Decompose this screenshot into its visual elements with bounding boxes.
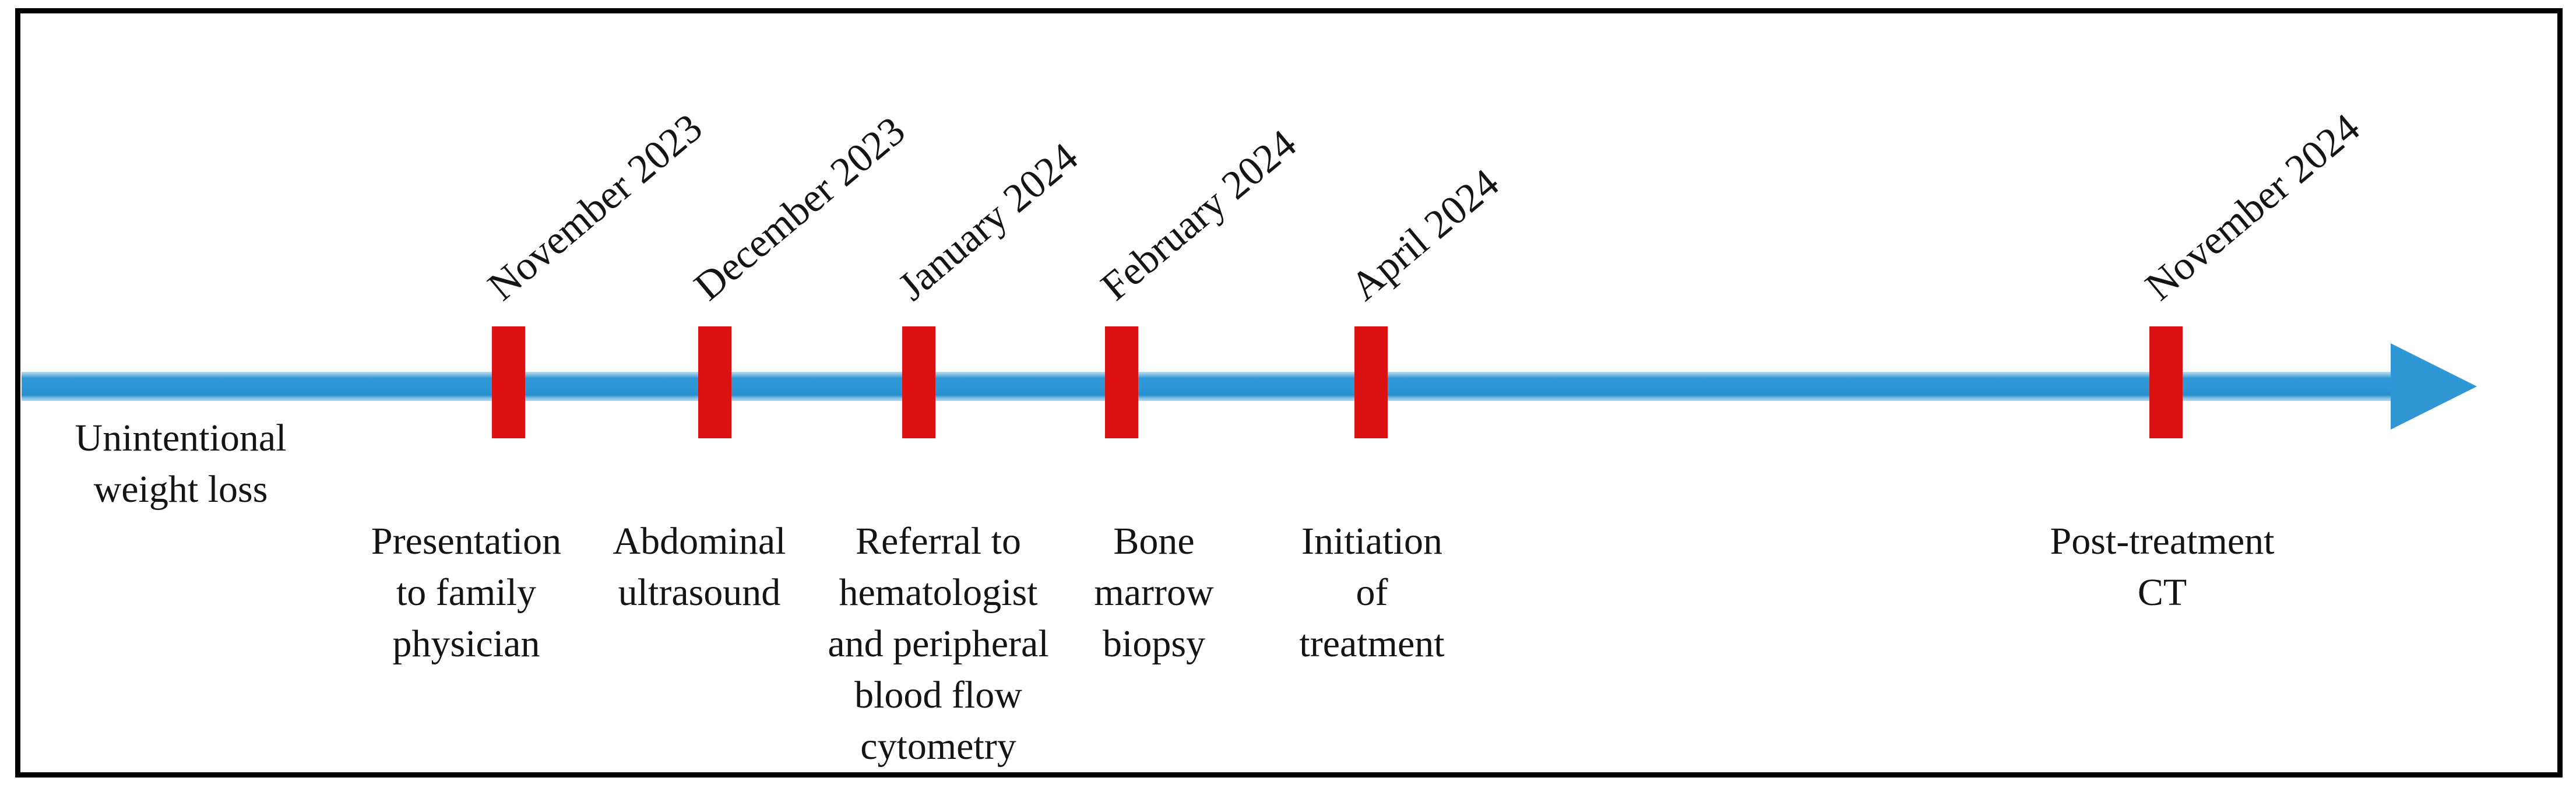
timeline-arrowhead-icon [2391, 343, 2477, 430]
timeline-arrow-shaft [22, 372, 2391, 401]
tick-marker-april-2024 [1354, 326, 1388, 438]
event-description: Initiation of treatment [1299, 520, 1445, 665]
tick-marker-november-2024 [2149, 326, 2183, 438]
event-description: Bone marrow biopsy [1094, 520, 1214, 665]
event-description: Presentation to family physician [371, 520, 562, 665]
event-description: Referral to hematologist and peripheral … [828, 520, 1049, 768]
tick-marker-december-2023 [698, 326, 731, 438]
tick-marker-february-2024 [1105, 326, 1138, 438]
figure-border [15, 8, 2563, 778]
event-description: Abdominal ultrasound [613, 520, 786, 614]
event-description: Post-treatment CT [2050, 520, 2275, 614]
start-symptom-label: Unintentional weight loss [75, 417, 287, 511]
tick-marker-november-2023 [492, 326, 525, 438]
tick-marker-january-2024 [902, 326, 935, 438]
